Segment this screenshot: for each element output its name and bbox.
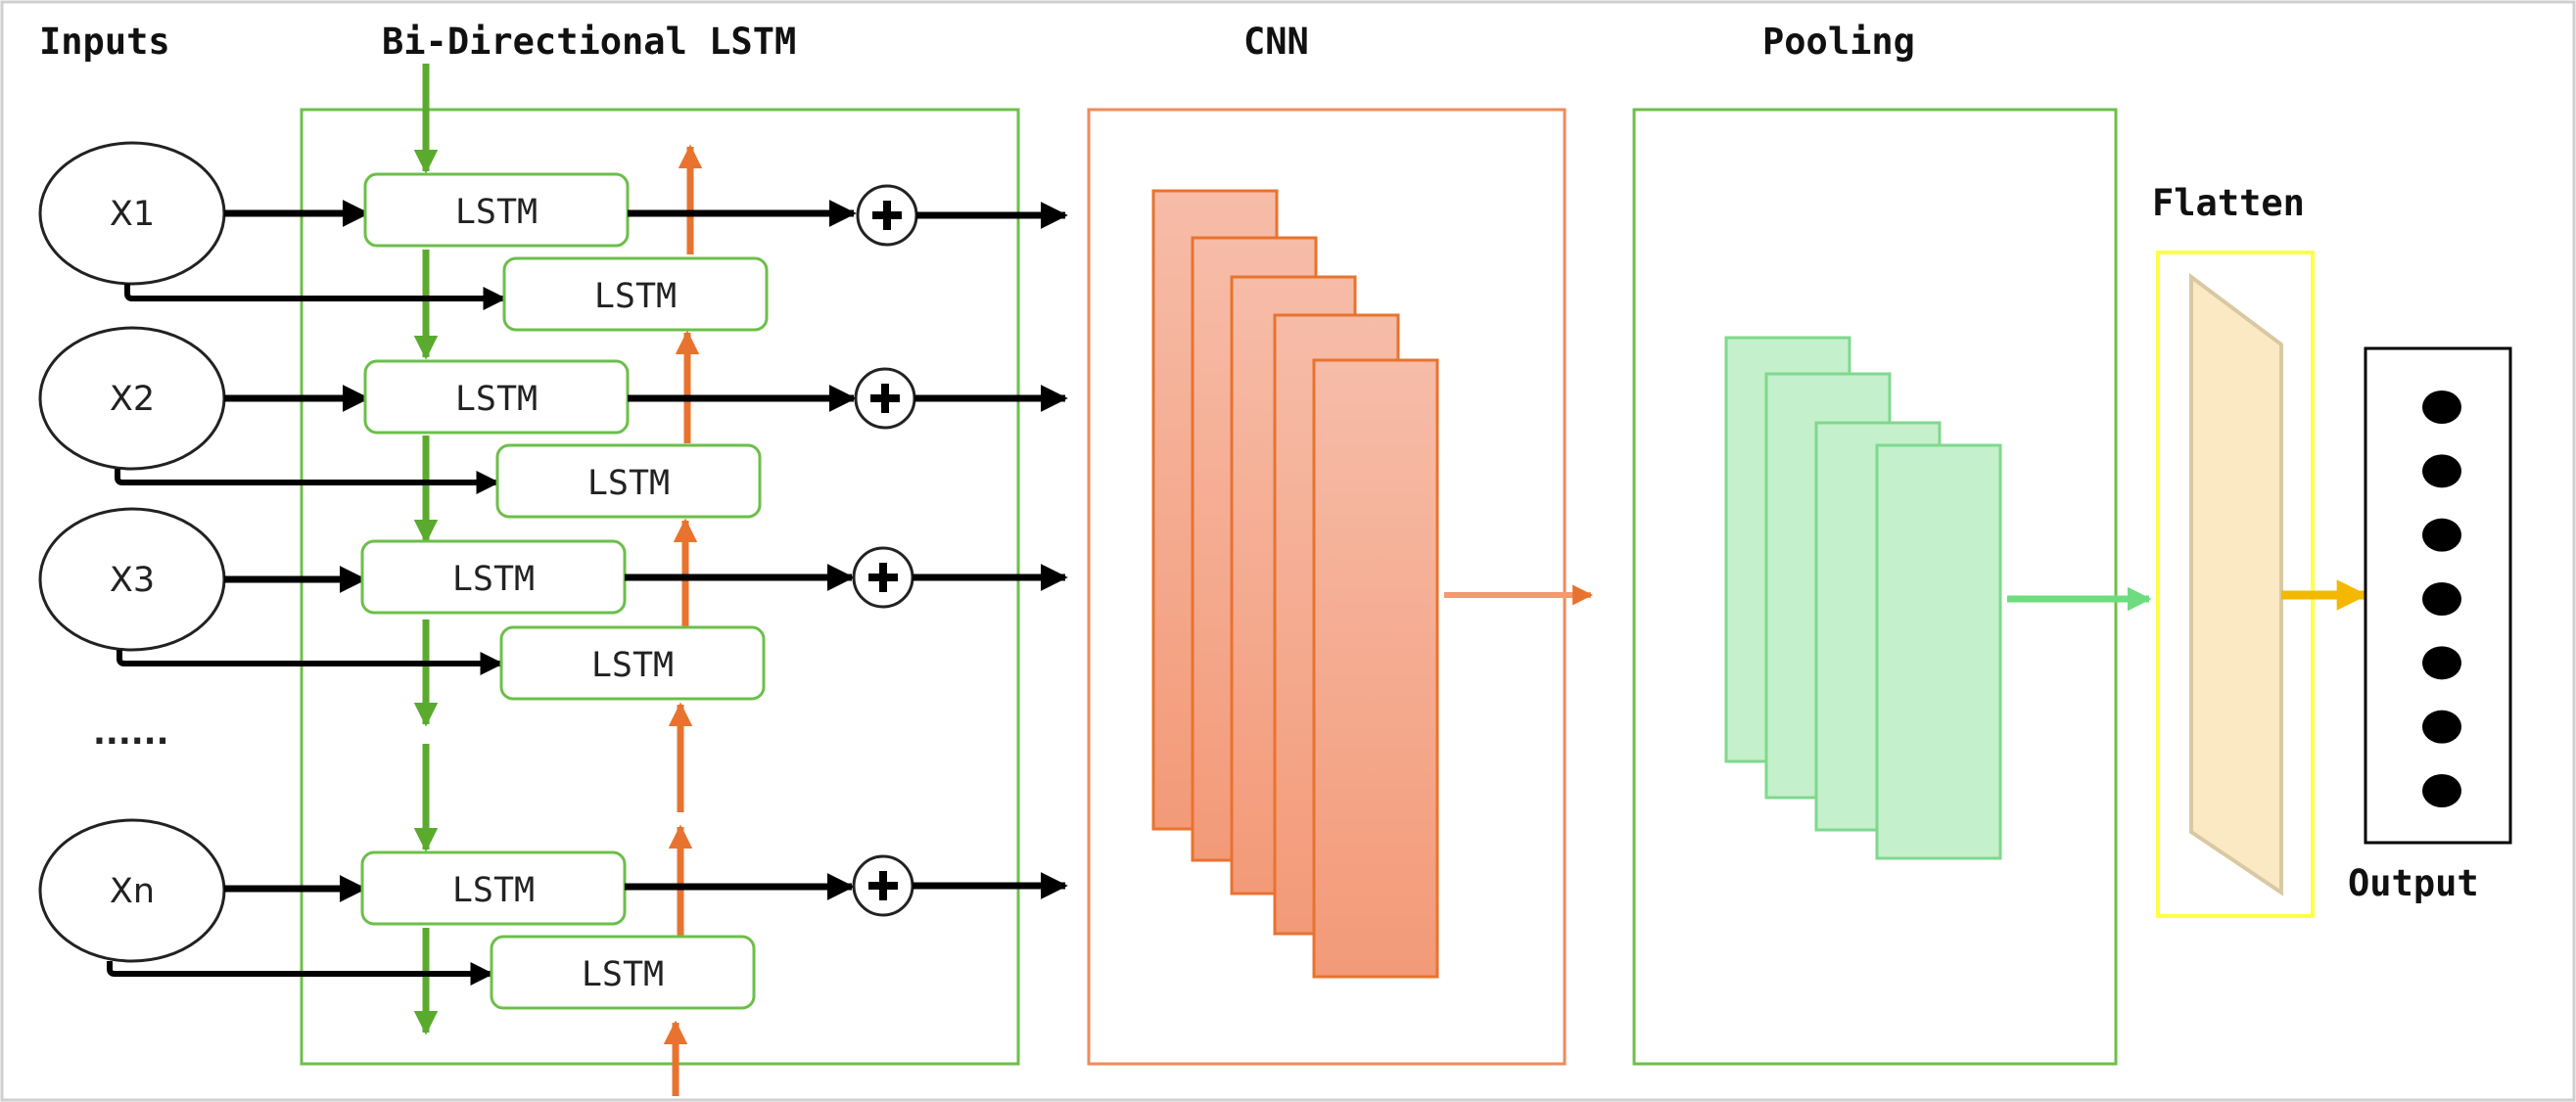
heading-cnn: CNN bbox=[1243, 21, 1309, 63]
input-node-label: Xn bbox=[110, 872, 155, 911]
heading-output: Output bbox=[2348, 862, 2479, 904]
input-arrow bbox=[107, 961, 494, 986]
output-neuron bbox=[2422, 390, 2461, 424]
pooling-box bbox=[1632, 108, 2118, 1066]
heading-inputs: Inputs bbox=[39, 21, 170, 63]
backward-lstm-cell bbox=[502, 256, 769, 332]
input-arrow bbox=[124, 284, 507, 310]
heading-flatten: Flatten bbox=[2152, 182, 2305, 224]
input-node-label: X2 bbox=[110, 380, 155, 419]
timestep-row-2: X2 LSTM LSTM bbox=[38, 326, 1068, 519]
input-arrow bbox=[115, 469, 500, 494]
cnn-feature-maps bbox=[1151, 189, 1439, 979]
output-neuron bbox=[2422, 710, 2461, 744]
lstm-cell-label: LSTM bbox=[455, 193, 538, 232]
merge-plus-glyph bbox=[872, 201, 902, 230]
input-node-label: X1 bbox=[110, 195, 155, 234]
heading-bilstm: Bi-Directional LSTM bbox=[382, 21, 796, 63]
output-neuron bbox=[2422, 454, 2461, 488]
cnn-box bbox=[1087, 108, 1567, 1066]
input-arrow bbox=[117, 650, 504, 675]
flatten-box bbox=[2156, 251, 2315, 918]
backward-lstm-cell bbox=[499, 625, 766, 701]
backward-lstm-cell bbox=[490, 935, 756, 1010]
lstm-cell-label: LSTM bbox=[594, 277, 677, 316]
output-neuron bbox=[2422, 646, 2461, 680]
lstm-cell-label: LSTM bbox=[452, 560, 535, 599]
merge-plus-glyph bbox=[870, 384, 900, 413]
lstm-cell-label: LSTM bbox=[455, 380, 538, 419]
merge-plus-glyph bbox=[868, 563, 898, 592]
pooling-map bbox=[1875, 443, 2002, 860]
output-neuron bbox=[2422, 774, 2461, 807]
output-neuron bbox=[2422, 518, 2461, 552]
lstm-cell-label: LSTM bbox=[591, 646, 674, 685]
lstm-cell-label: LSTM bbox=[452, 871, 535, 910]
heading-pooling: Pooling bbox=[1762, 21, 1915, 63]
merge-plus-glyph bbox=[868, 871, 898, 900]
flatten-layer bbox=[2189, 273, 2283, 896]
bilstm-box bbox=[300, 108, 1020, 1066]
output-neurons bbox=[2422, 390, 2461, 807]
lstm-cell-label: LSTM bbox=[587, 464, 670, 503]
timestep-row-n: Xn LSTM LSTM bbox=[38, 818, 1068, 1010]
cnn-feature-map bbox=[1312, 358, 1439, 979]
input-node-label: X3 bbox=[110, 561, 155, 600]
ellipsis-more-inputs: ...... bbox=[93, 713, 169, 753]
output-neuron bbox=[2422, 582, 2461, 616]
lstm-cell-label: LSTM bbox=[582, 955, 664, 994]
pooling-maps bbox=[1724, 336, 2002, 860]
timestep-row-1: X1 LSTM LSTM bbox=[38, 141, 1068, 332]
timestep-row-3: X3 LSTM LSTM bbox=[38, 507, 1068, 701]
backward-lstm-cell bbox=[495, 443, 762, 519]
